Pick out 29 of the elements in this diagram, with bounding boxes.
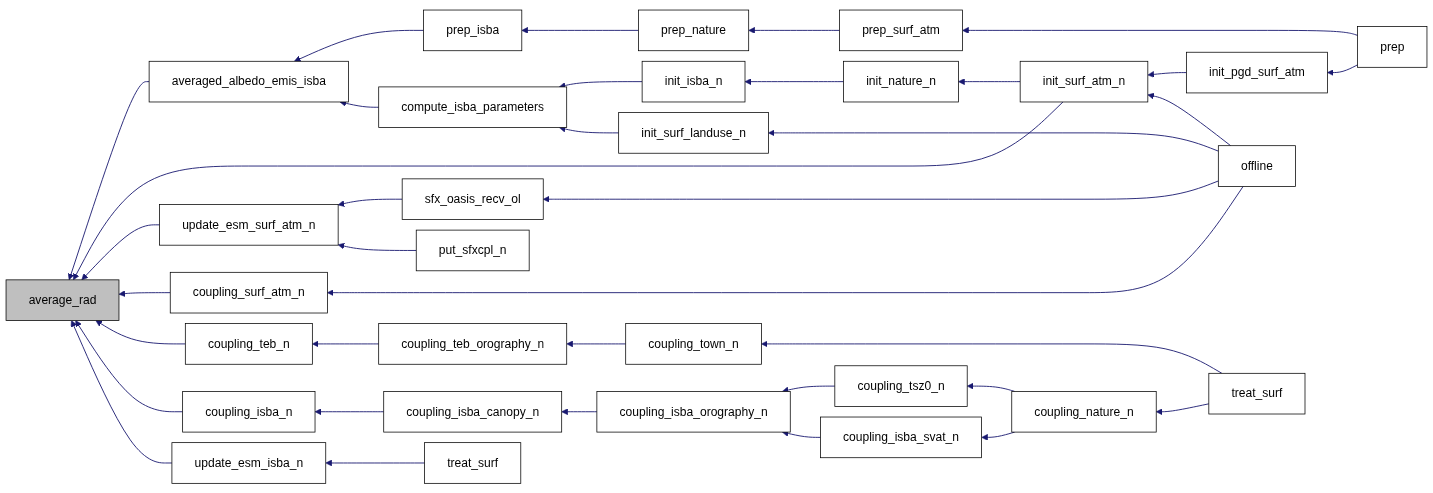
- node-box: coupling_isba_orography_n: [596, 390, 791, 433]
- node-box: update_esm_surf_atm_n: [159, 203, 339, 246]
- node-box: coupling_tsz0_n: [834, 365, 968, 407]
- node-box: init_nature_n: [843, 60, 959, 103]
- node-box: treat_surf: [424, 442, 522, 484]
- node-box: put_sfxcpl_n: [415, 229, 530, 271]
- node-box: compute_isba_parameters: [378, 86, 568, 128]
- node-box: coupling_isba_canopy_n: [383, 390, 563, 433]
- node-box: prep: [1357, 26, 1428, 68]
- node-box: coupling_teb_orography_n: [378, 323, 568, 365]
- node-box: average_rad: [5, 279, 120, 321]
- node-box: init_surf_atm_n: [1019, 60, 1149, 103]
- node-box: init_pgd_surf_atm: [1186, 51, 1328, 94]
- node-box: sfx_oasis_recv_ol: [401, 178, 544, 220]
- node-box: init_surf_landuse_n: [618, 111, 769, 154]
- node-box: prep_surf_atm: [839, 9, 963, 51]
- node-box: averaged_albedo_emis_isba: [148, 60, 349, 103]
- node-box: update_esm_isba_n: [171, 442, 327, 484]
- node-box: coupling_nature_n: [1011, 390, 1157, 433]
- node-box: prep_isba: [423, 9, 523, 51]
- node-box: coupling_teb_n: [184, 323, 313, 365]
- node-box: offline: [1217, 145, 1296, 187]
- node-box: coupling_isba_n: [182, 390, 316, 433]
- node-box: treat_surf: [1208, 372, 1306, 415]
- node-box: init_isba_n: [641, 60, 746, 103]
- node-box: coupling_town_n: [625, 323, 762, 365]
- node-box: prep_nature: [638, 9, 750, 51]
- node-box: coupling_isba_svat_n: [820, 416, 982, 458]
- node-box: coupling_surf_atm_n: [169, 271, 328, 314]
